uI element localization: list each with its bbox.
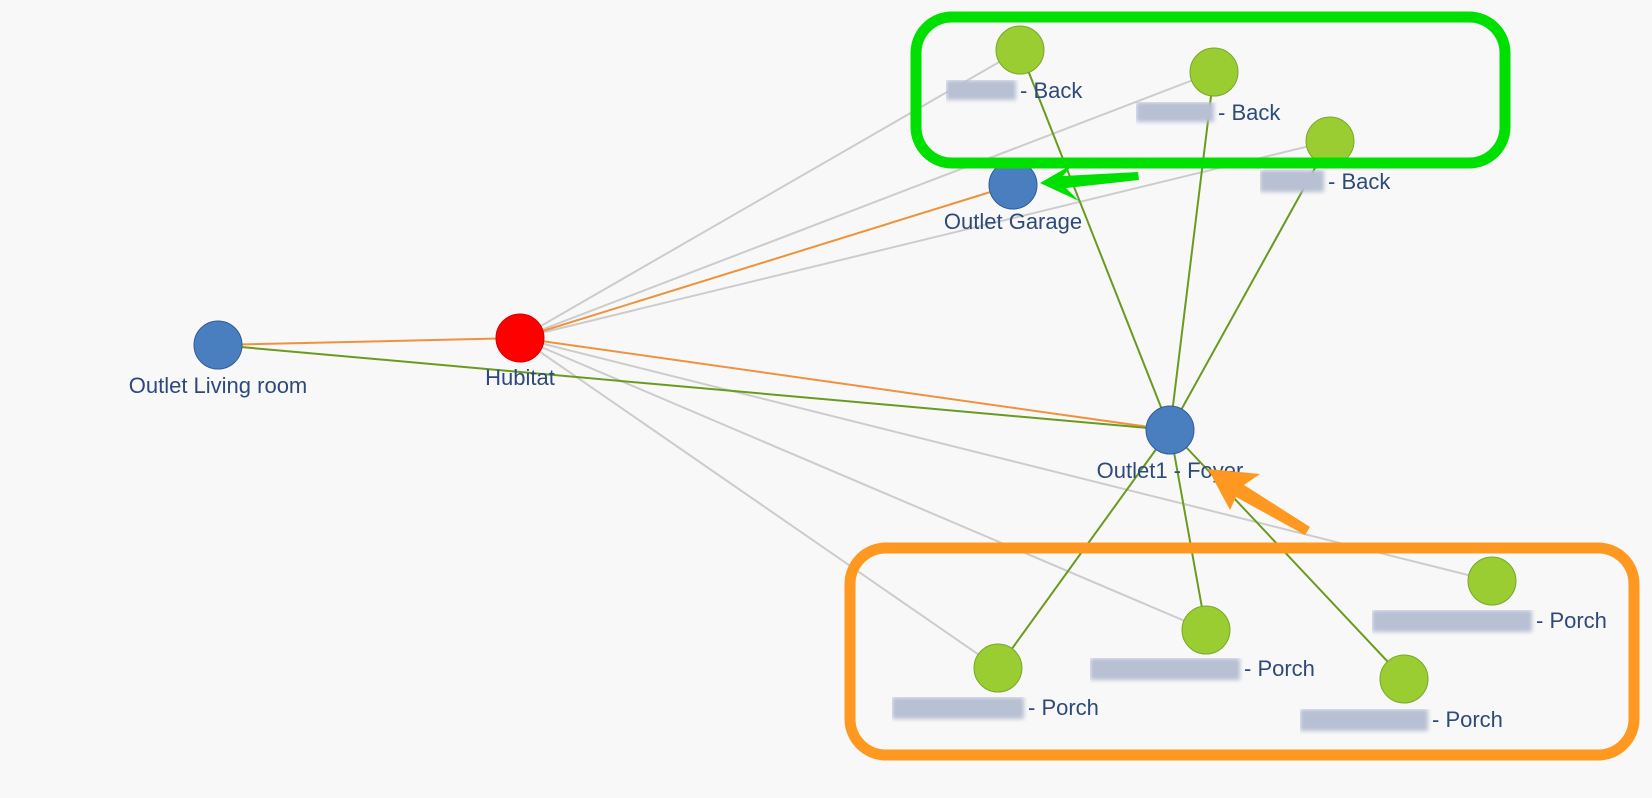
- edge-hubitat-outlet-garage: [519, 184, 1014, 339]
- edge-hubitat-porch-4: [519, 337, 1493, 582]
- node-label-back-2: - Back: [1218, 100, 1281, 125]
- edge-living-room-foyer: [217, 344, 1171, 431]
- node-porch-1[interactable]: [973, 643, 1023, 693]
- node-label-porch-1: - Porch: [1028, 695, 1099, 720]
- edge-hubitat-back-2: [519, 71, 1215, 339]
- node-hubitat[interactable]: [495, 313, 545, 363]
- annotations: [844, 11, 1640, 761]
- node-label-porch-4: - Porch: [1536, 608, 1607, 633]
- node-label-porch-3: - Porch: [1432, 707, 1503, 732]
- redacted-name-back-2: [1136, 102, 1214, 122]
- edge-hubitat-outlet-living-room: [217, 337, 521, 346]
- redacted-name-porch-4: [1372, 610, 1532, 632]
- edge-foyer-porch-3: [1169, 429, 1405, 680]
- node-back-2[interactable]: [1189, 47, 1239, 97]
- arrow-orange: [1208, 469, 1310, 535]
- edge-hubitat-porch-2: [519, 337, 1207, 631]
- node-label-back-3: - Back: [1328, 169, 1391, 194]
- arrow-green: [1040, 164, 1139, 201]
- edge-hubitat-back-3: [519, 140, 1331, 339]
- edge-foyer-porch-2: [1169, 429, 1207, 631]
- highlight-box-orange: [844, 542, 1640, 761]
- node-porch-2[interactable]: [1181, 605, 1231, 655]
- redacted-name-back-1: [946, 80, 1016, 100]
- graph-nodes: Hubitat Outlet Living room Outlet Garage…: [129, 25, 1607, 732]
- node-label-porch-2: - Porch: [1244, 656, 1315, 681]
- node-label-back-1: - Back: [1020, 78, 1083, 103]
- highlight-box-green: [910, 11, 1511, 169]
- node-outlet1-foyer[interactable]: [1145, 405, 1195, 455]
- edge-hubitat-outlet1-foyer: [519, 337, 1171, 431]
- node-porch-4[interactable]: [1467, 556, 1517, 606]
- node-porch-3[interactable]: [1379, 654, 1429, 704]
- node-back-1[interactable]: [995, 25, 1045, 75]
- edge-hubitat-back-1: [519, 49, 1021, 339]
- redacted-name-back-3: [1260, 170, 1324, 192]
- redacted-name-porch-1: [892, 697, 1024, 719]
- redacted-name-porch-3: [1300, 709, 1428, 731]
- node-label-outlet-garage: Outlet Garage: [944, 209, 1082, 234]
- edge-foyer-back-1: [1019, 49, 1171, 431]
- node-label-hubitat: Hubitat: [485, 365, 555, 390]
- node-outlet-living-room[interactable]: [193, 320, 243, 370]
- redacted-name-porch-2: [1090, 658, 1240, 680]
- edge-foyer-back-2: [1169, 71, 1215, 431]
- node-label-outlet-living-room: Outlet Living room: [129, 373, 308, 398]
- edge-hubitat-porch-1: [519, 337, 999, 669]
